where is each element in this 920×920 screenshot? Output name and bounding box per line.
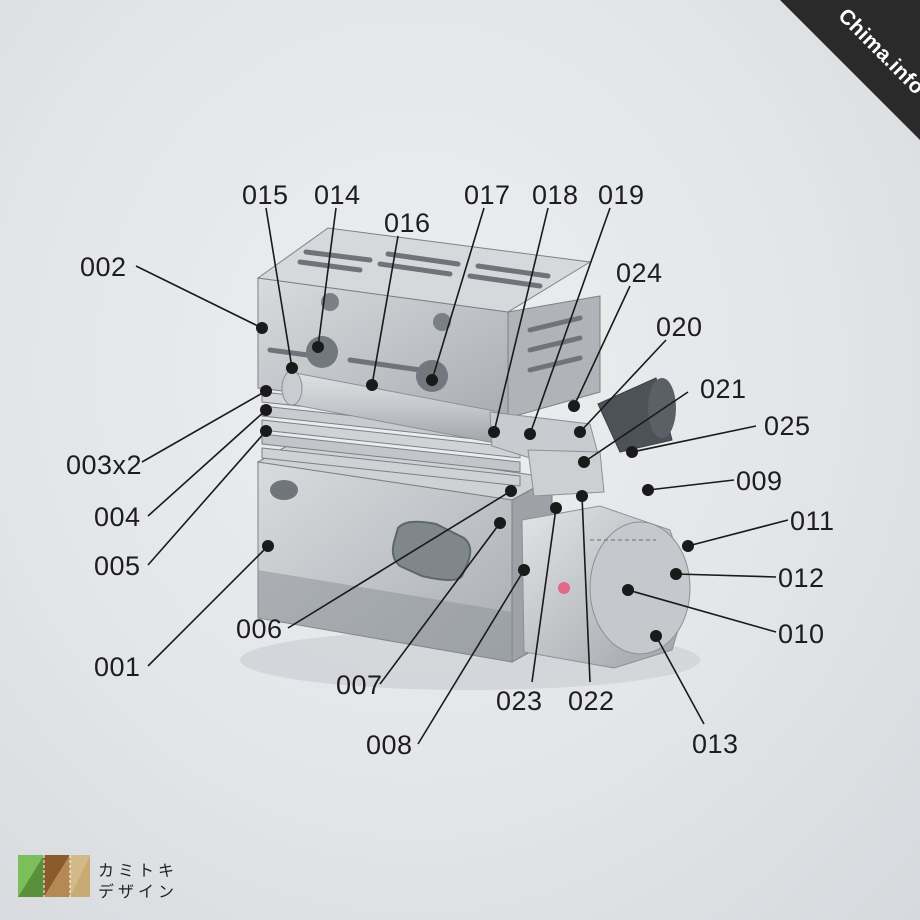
- upper-block-vents: [267, 249, 583, 373]
- leader-line-023: [531, 507, 557, 683]
- part-label-001: 001: [94, 652, 141, 682]
- part-label-022: 022: [568, 686, 615, 716]
- part-label-007: 007: [336, 670, 383, 700]
- leader-line-012: [675, 573, 777, 578]
- tank-end-cap: [589, 521, 691, 655]
- leader-line-006: [287, 490, 512, 629]
- anchor-dot-025: [626, 446, 638, 458]
- anchor-dot-014: [312, 341, 324, 353]
- part-label-011: 011: [790, 506, 835, 536]
- brand-name-line1: カミトキ: [98, 861, 179, 880]
- leader-line-024: [573, 285, 631, 407]
- leader-line-004: [147, 409, 267, 517]
- anchor-dot-005: [260, 425, 272, 437]
- anchor-dot-008: [518, 564, 530, 576]
- brand-name-line2: デザイン: [98, 882, 179, 901]
- anchor-dot-011: [682, 540, 694, 552]
- part-label-012: 012: [778, 563, 825, 593]
- leader-line-014: [317, 207, 337, 348]
- anchor-dot-009: [642, 484, 654, 496]
- anchor-dot-015: [286, 362, 298, 374]
- leader-line-001: [147, 545, 269, 667]
- part-label-005: 005: [94, 551, 141, 581]
- tank-star-mark: [558, 582, 570, 594]
- upper-block-bolt-right: [433, 313, 451, 331]
- leader-line-016: [371, 235, 399, 386]
- leader-line-007: [379, 522, 501, 685]
- leader-line-008: [417, 569, 525, 745]
- leader-line-003: [141, 390, 267, 463]
- part-label-017: 017: [464, 180, 511, 210]
- anchor-dot-007: [494, 517, 506, 529]
- leader-line-015: [265, 207, 293, 369]
- anchor-dot-012: [670, 568, 682, 580]
- anchor-dot-006: [505, 485, 517, 497]
- leader-line-022: [581, 495, 591, 683]
- part-label-015: 015: [242, 180, 289, 210]
- anchor-dot-016: [366, 379, 378, 391]
- lower-block-port: [270, 480, 298, 500]
- part-label-008: 008: [366, 730, 413, 760]
- brand-logo-icon: [18, 855, 90, 897]
- part-label-019: 019: [598, 180, 645, 210]
- part-label-024: 024: [616, 258, 663, 288]
- part-label-014: 014: [314, 180, 361, 210]
- watermark-banner: Chima.info: [780, 0, 920, 140]
- leader-line-017: [431, 207, 485, 381]
- anchor-dot-023: [550, 502, 562, 514]
- anchor-dot-020: [574, 426, 586, 438]
- leader-line-010: [627, 589, 777, 633]
- leader-line-020: [579, 339, 667, 433]
- leader-line-009: [647, 479, 735, 491]
- leader-line-018: [493, 207, 549, 433]
- leader-line-013: [655, 635, 705, 725]
- anchor-dot-021: [578, 456, 590, 468]
- leader-line-025: [631, 425, 757, 453]
- part-label-004: 004: [94, 502, 141, 532]
- part-label-018: 018: [532, 180, 579, 210]
- leader-line-019: [529, 207, 611, 435]
- anchor-dot-019: [524, 428, 536, 440]
- part-label-025: 025: [764, 411, 811, 441]
- part-label-003: 003x2: [66, 450, 143, 480]
- anchor-dot-024: [568, 400, 580, 412]
- lower-block-window: [391, 520, 472, 581]
- upper-block-side: [507, 295, 601, 419]
- anchor-dot-004: [260, 404, 272, 416]
- part-label-010: 010: [778, 619, 825, 649]
- part-label-013: 013: [692, 729, 739, 759]
- leader-line-005: [147, 430, 267, 566]
- part-label-006: 006: [236, 614, 283, 644]
- anchor-dot-001: [262, 540, 274, 552]
- anchor-dot-022: [576, 490, 588, 502]
- lower-block-band: [258, 570, 512, 662]
- leader-line-002: [135, 265, 263, 329]
- part-label-009: 009: [736, 466, 783, 496]
- anchor-dot-010: [622, 584, 634, 596]
- part-label-020: 020: [656, 312, 703, 342]
- leader-line-021: [583, 391, 689, 463]
- part-label-002: 002: [80, 252, 127, 282]
- anchor-dot-018: [488, 426, 500, 438]
- exhaust-stack-mouth: [648, 378, 676, 438]
- part-label-023: 023: [496, 686, 543, 716]
- anchor-dot-003: [260, 385, 272, 397]
- upper-block-bolt-left: [321, 293, 339, 311]
- anchor-dot-002: [256, 322, 268, 334]
- part-label-021: 021: [700, 374, 747, 404]
- anchor-dot-013: [650, 630, 662, 642]
- leader-line-011: [687, 519, 789, 547]
- part-label-016: 016: [384, 208, 431, 238]
- anchor-dot-017: [426, 374, 438, 386]
